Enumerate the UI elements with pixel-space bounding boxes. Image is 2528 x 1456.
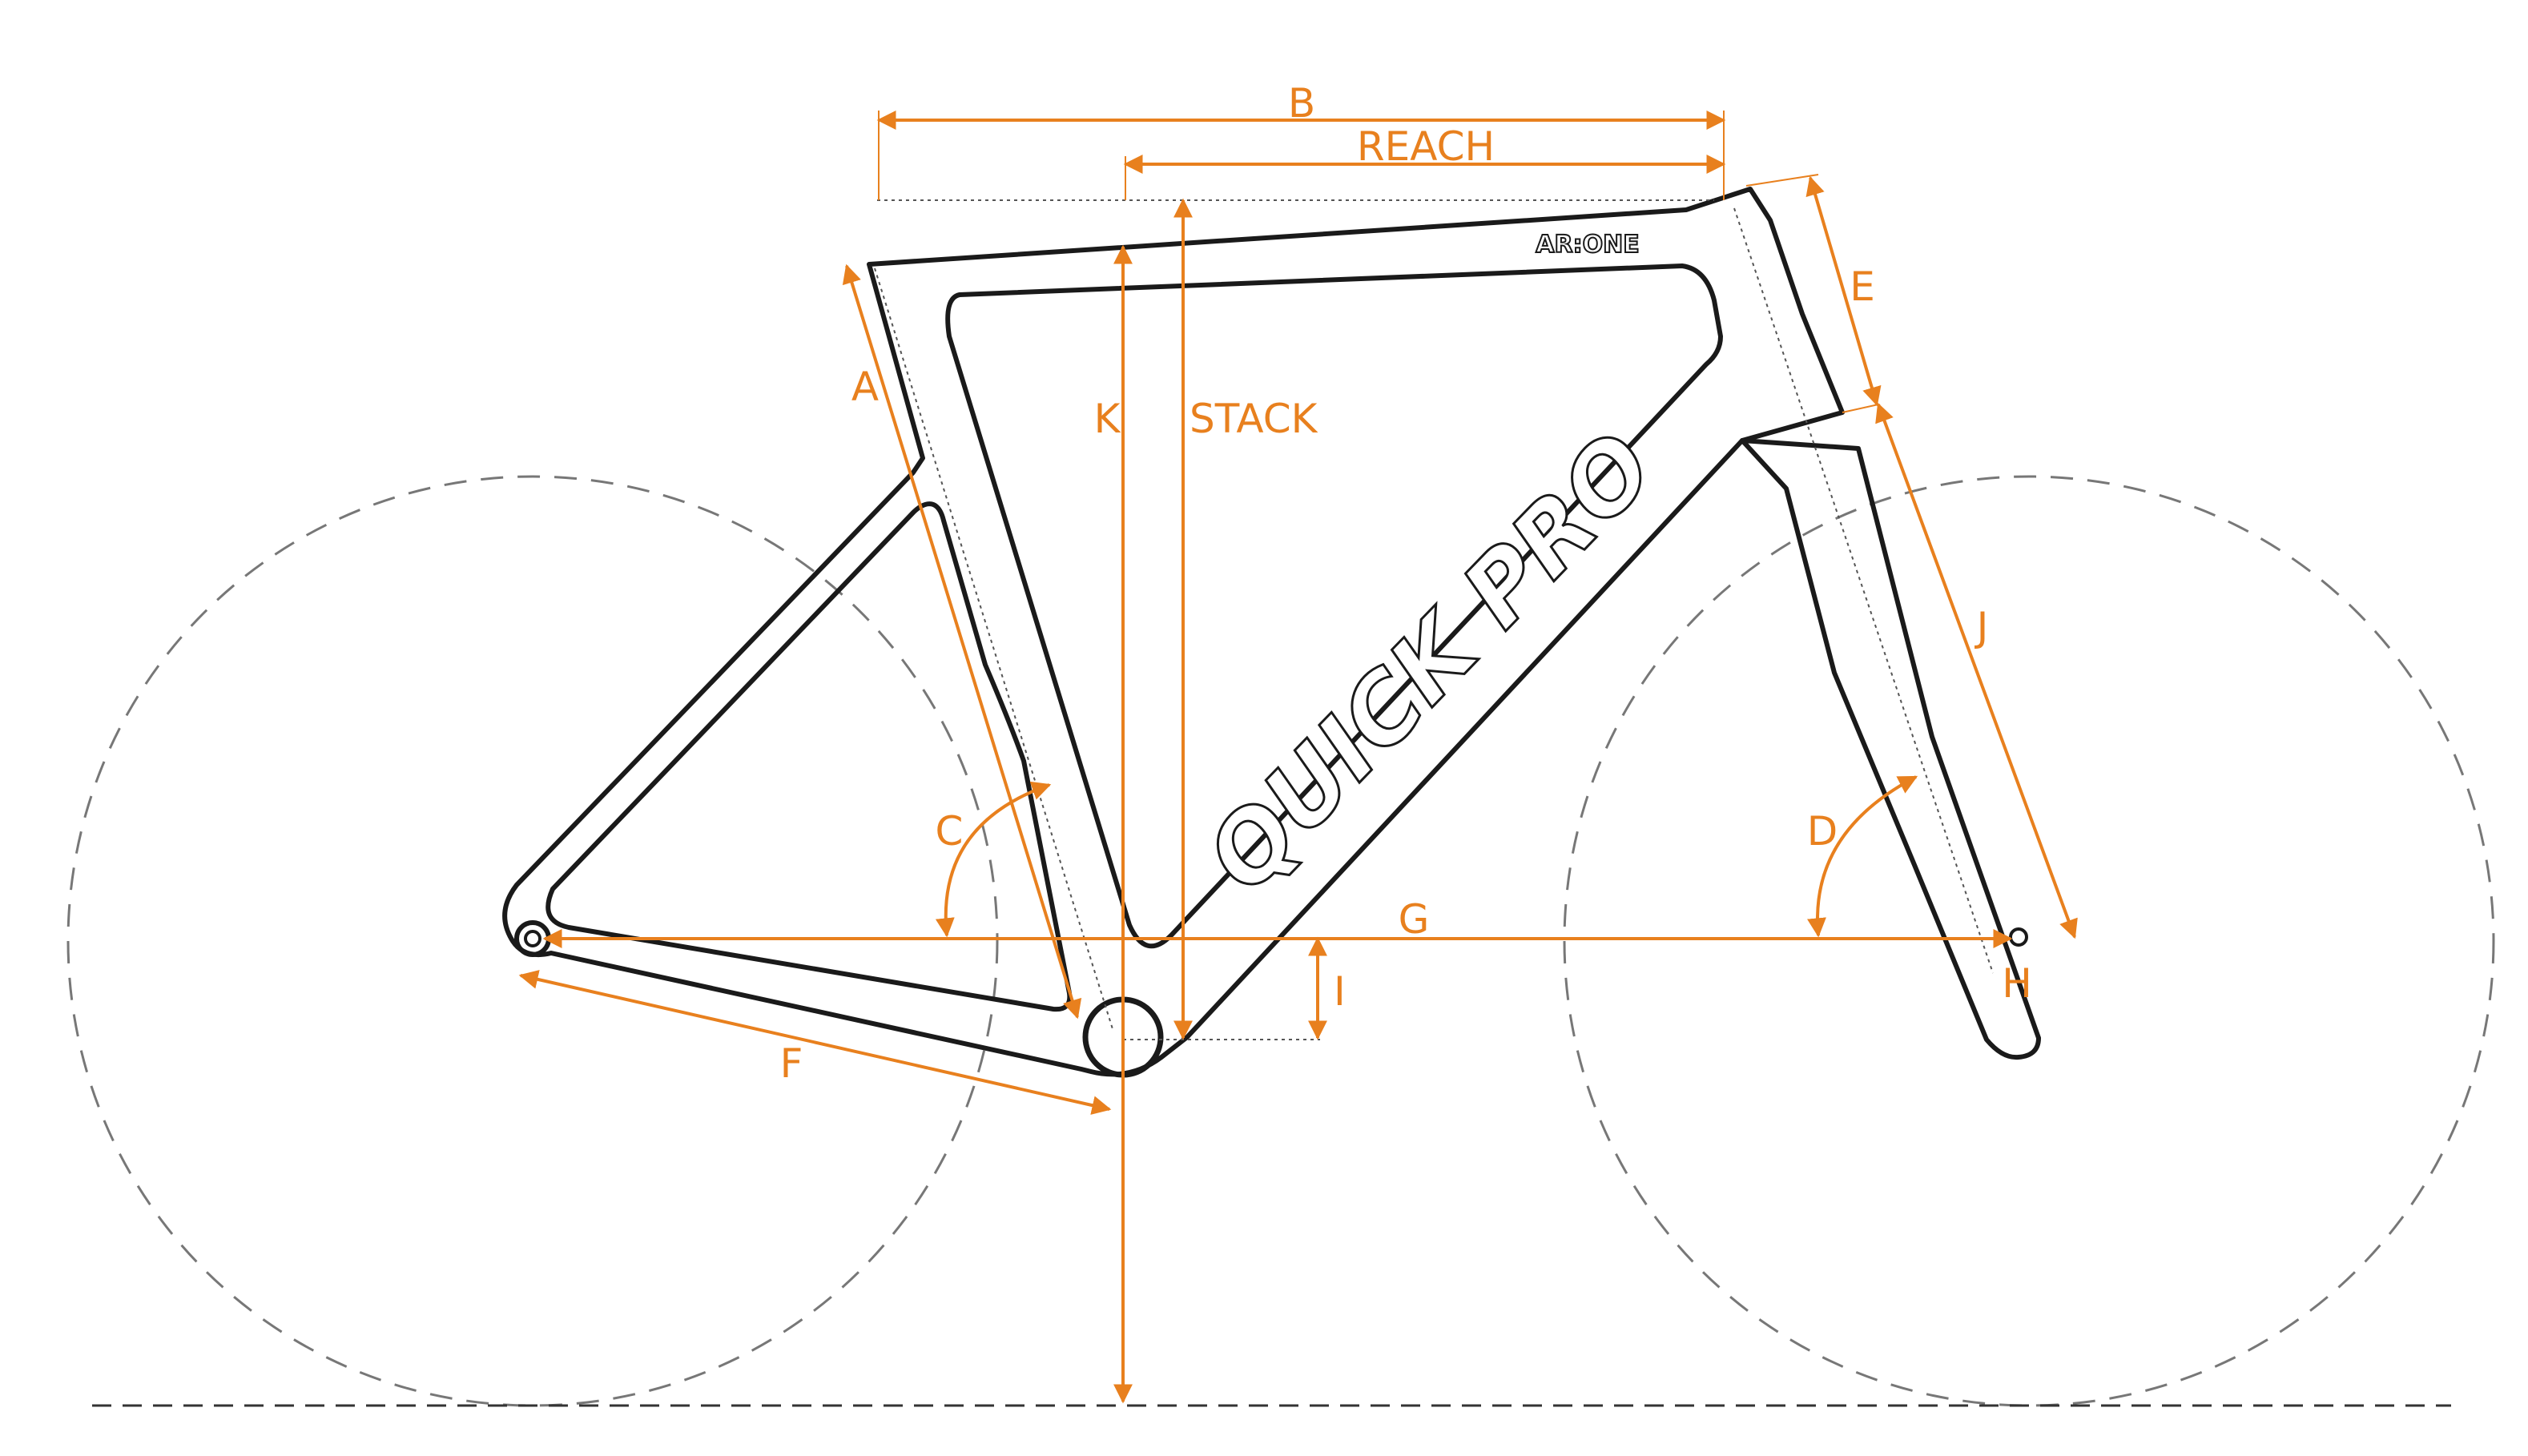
front-wheel-outline [1563,475,2495,1407]
headtube-bottom-line [1741,410,1843,443]
label-b: B [1288,80,1315,127]
label-h: H [2002,960,2032,1007]
label-reach: REACH [1357,123,1495,170]
rear-wheel-outline [66,475,999,1407]
label-a: A [851,364,879,410]
dim-f-line [518,970,1112,1115]
frame-outline [502,187,1845,1077]
seat-tube-axis [874,267,1114,1032]
label-i: I [1334,968,1346,1015]
label-e: E [1850,263,1875,310]
dim-j-ext [1842,404,1879,413]
label-g: G [1399,896,1430,943]
label-stack: STACK [1190,396,1318,442]
dim-j-line [1875,402,2078,939]
rear-axle [524,930,541,947]
brand-logo: QUICK PRO [1186,412,1675,913]
dim-c-arc [935,781,1052,938]
main-triangle-inner [945,263,1723,949]
front-dropout [2009,927,2028,947]
dim-e-line [1805,175,1882,407]
label-d: D [1807,808,1838,855]
dim-d-arc [1807,775,1918,938]
label-c: C [936,808,964,855]
label-f: F [780,1040,803,1087]
dim-e-ext [1745,174,1819,187]
steering-axis [1733,207,1994,974]
label-j: J [1974,604,1989,650]
rear-dropout [514,920,551,957]
model-logo: AR:ONE [1536,231,1639,259]
label-k: K [1094,396,1121,442]
fork-outline [1740,438,2041,1060]
